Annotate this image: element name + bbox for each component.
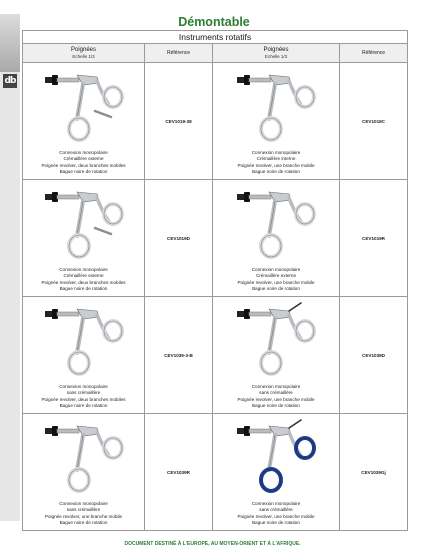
product-reference: CEV1039Gj <box>338 413 409 531</box>
description-line: Crémaillère externe <box>63 156 104 162</box>
description-line: Bague noire de rotation <box>252 519 300 525</box>
description-line: Bague noire de rotation <box>59 168 108 174</box>
section-subtitle: Instruments rotatifs <box>21 30 409 44</box>
description-line: sans crémaillère <box>66 390 101 396</box>
db-logo-icon: db <box>3 74 17 88</box>
side-strip: db <box>0 14 20 521</box>
description-line: Bague noire de rotation <box>252 402 300 408</box>
header-handles-right: Poignées Echelle 1/3 <box>212 43 340 63</box>
description-line: Connexion monopolaire <box>59 384 108 390</box>
product-reference: CEV1039D <box>338 296 409 414</box>
description-line: Poignée revolver, une branche mobile <box>237 513 315 519</box>
description-line: Connexion monopolaire <box>59 150 108 156</box>
description-line: Connexion monopolaire <box>251 501 301 507</box>
description-line: Bague noire de rotation <box>252 285 300 291</box>
product-reference: CEV1019C <box>338 62 409 180</box>
header-scale-label: Echelle 1/3 <box>264 54 288 59</box>
description-line: Crémaillère externe <box>255 273 297 279</box>
description-line: Connexion monopolaire <box>251 267 301 273</box>
description-line: sans crémaillère <box>66 507 101 513</box>
header-reference-left: Référence <box>144 43 213 63</box>
description-line: Connexion monopolaire <box>251 384 301 390</box>
description-line: Poignée revolver, deux branches mobiles <box>41 396 126 402</box>
header-scale-label: Echelle 1/3 <box>72 54 95 59</box>
product-reference: CEV1039-3-B <box>144 296 213 414</box>
description-line: Bague noire de rotation <box>59 519 108 525</box>
description-line: Bague noire de rotation <box>59 285 108 291</box>
surgical-handle-icon <box>44 74 124 142</box>
header-handles-left: Poignées Echelle 1/3 <box>22 43 145 63</box>
description-line: Poignée revolver, deux branches mobiles <box>41 279 126 285</box>
description-line: Connexion monopolaire <box>251 150 301 156</box>
description-line: Poignée revolver, deux branches mobiles <box>41 162 126 168</box>
surgical-handle-icon <box>44 191 124 259</box>
description-line: Bague noire de rotation <box>252 168 300 174</box>
instrument-table: Instruments rotatifs Poignées Echelle 1/… <box>21 30 409 531</box>
product-reference: CEV1019D <box>144 179 213 297</box>
description-line: Poignée revolver, une branche mobile <box>237 396 315 402</box>
description-line: Poignée revolver, une branche mobile <box>237 279 315 285</box>
description-line: Connexion monopolaire <box>59 501 108 507</box>
product-reference: CEV1039R <box>144 413 213 531</box>
description-line: sans crémaillère <box>259 390 293 396</box>
description-line: Poignée revolver, une branche mobile <box>237 162 315 168</box>
side-strip-shade <box>0 14 20 72</box>
description-line: Bague noire de rotation <box>59 402 108 408</box>
header-handles-label: Poignées <box>70 47 97 53</box>
header-handles-label: Poignées <box>263 47 289 53</box>
description-line: Crémaillère interne <box>256 156 296 162</box>
surgical-handle-icon <box>237 74 316 142</box>
table-header-row: Poignées Echelle 1/3 Référence Poignées … <box>22 43 409 63</box>
surgical-handle-icon <box>44 425 124 493</box>
product-reference: CEV1019-38 <box>144 62 213 180</box>
description-line: Crémaillère externe <box>63 273 104 279</box>
product-reference: CEV1019R <box>338 179 409 297</box>
header-reference-right: Référence <box>338 43 409 63</box>
description-line: sans crémaillère <box>259 507 293 513</box>
surgical-handle-icon <box>237 302 316 376</box>
description-line: Connexion monopolaire <box>59 267 108 273</box>
page-title: Démontable <box>178 15 250 29</box>
surgical-handle-icon <box>237 191 316 259</box>
surgical-handle-icon <box>44 308 124 376</box>
description-line: Poignée revolver, une branche mobile <box>44 513 123 519</box>
page-footer: DOCUMENT DESTINÉ À L'EUROPE, AU MOYEN-OR… <box>124 541 301 547</box>
surgical-handle-icon <box>237 419 316 493</box>
